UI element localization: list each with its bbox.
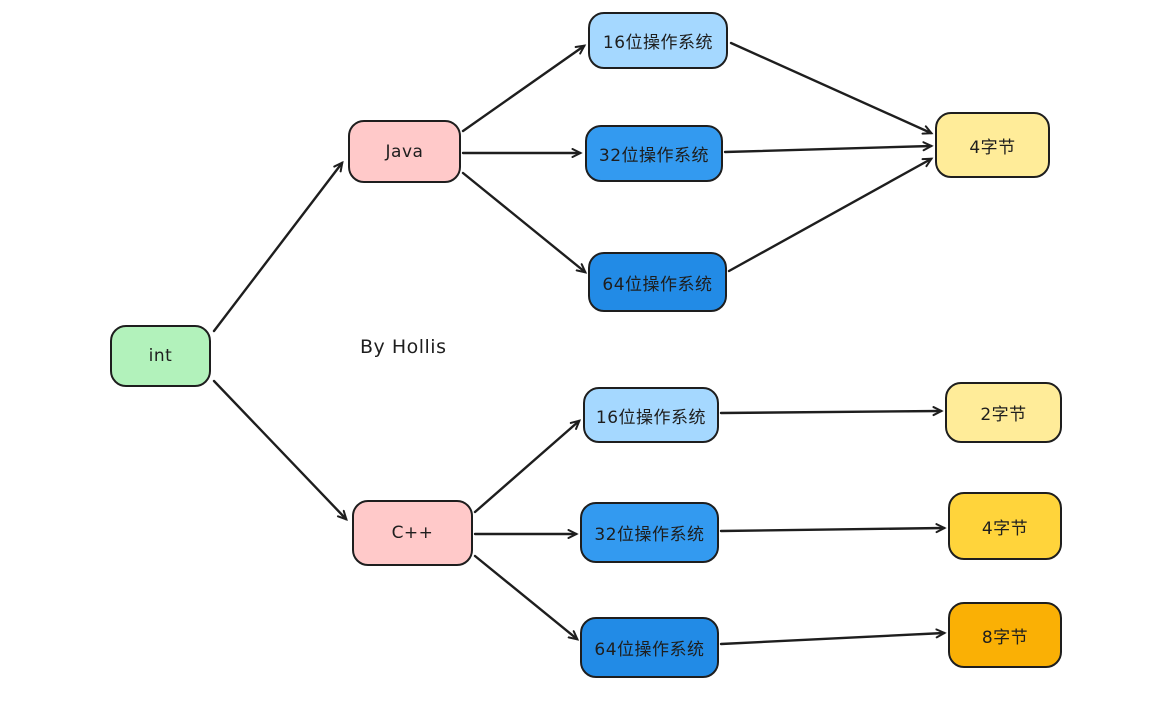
- node-cpp-bytes8-label: 8字节: [981, 627, 1029, 648]
- node-cpp-os32: 32位操作系统: [580, 502, 719, 563]
- edge-java-os64: [461, 171, 588, 274]
- node-cpp-os64-label: 64位操作系统: [594, 640, 705, 660]
- node-cpp: C++: [352, 500, 473, 566]
- edge-int-java: [212, 160, 344, 333]
- node-int: int: [110, 325, 211, 387]
- node-cpp-bytes4: 4字节: [948, 492, 1062, 560]
- node-cpp-bytes2: 2字节: [945, 382, 1062, 443]
- node-java-bytes4-label: 4字节: [969, 137, 1016, 158]
- edge-int-cpp: [212, 379, 348, 521]
- node-java-os32-label: 32位操作系统: [598, 146, 710, 166]
- edge-os16b-bytes2: [719, 406, 944, 417]
- edge-os16-bytes4: [729, 41, 934, 135]
- edge-os32-bytes4: [723, 141, 934, 154]
- edge-java-os16: [461, 44, 587, 133]
- node-cpp-bytes2-label: 2字节: [980, 405, 1027, 425]
- node-java-os16: 16位操作系统: [588, 12, 728, 69]
- node-java-os64-label: 64位操作系统: [602, 274, 713, 295]
- edge-os32b-bytes4: [719, 523, 947, 534]
- node-cpp-bytes8: 8字节: [948, 602, 1062, 668]
- node-cpp-bytes4-label: 4字节: [981, 518, 1029, 539]
- node-cpp-os32-label: 32位操作系统: [594, 525, 705, 545]
- edge-os64-bytes4: [727, 157, 934, 273]
- node-java-bytes4: 4字节: [935, 112, 1050, 178]
- edge-os64b-bytes8: [719, 628, 947, 646]
- node-java-os32: 32位操作系统: [585, 125, 723, 182]
- node-int-label: int: [148, 346, 173, 366]
- node-cpp-os16: 16位操作系统: [583, 387, 719, 443]
- node-cpp-os64: 64位操作系统: [580, 617, 719, 678]
- node-cpp-label: C++: [391, 523, 434, 543]
- node-java: Java: [348, 120, 461, 183]
- edge-cpp-os64: [473, 554, 580, 641]
- node-java-os16-label: 16位操作系统: [602, 33, 714, 53]
- node-java-label: Java: [385, 141, 424, 162]
- node-cpp-os16-label: 16位操作系统: [595, 407, 707, 428]
- node-java-os64: 64位操作系统: [588, 252, 727, 312]
- edge-cpp-os16: [473, 419, 582, 514]
- author-credit: By Hollis: [360, 336, 447, 358]
